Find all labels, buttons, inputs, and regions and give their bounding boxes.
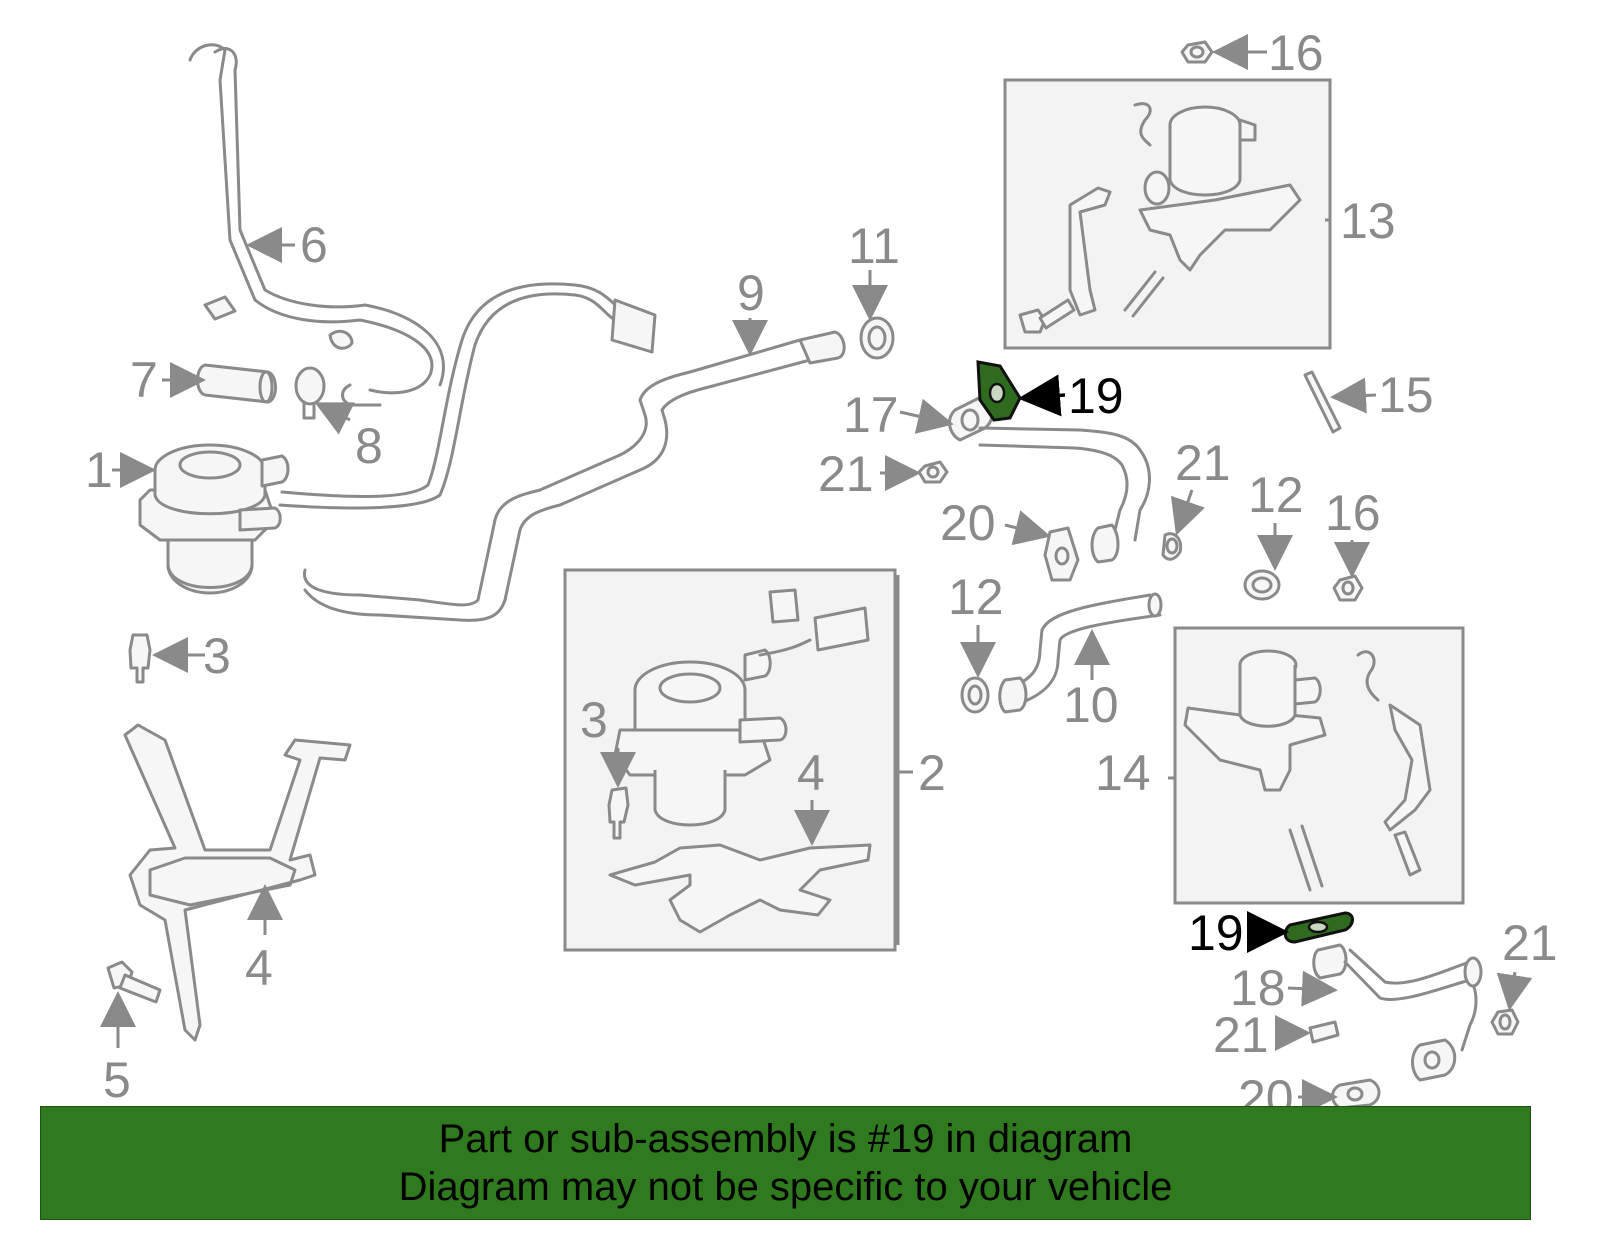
callout-4-left: 4 [245,940,273,996]
callout-19-lower: 19 [1188,905,1244,961]
callout-21-d: 21 [1213,1007,1269,1063]
part-10-hose [998,592,1163,714]
callout-17: 17 [843,387,899,443]
callout-21-c: 21 [1502,915,1558,971]
part-7-hose [196,363,277,404]
part-18-tube [1312,943,1483,1082]
callout-21-b: 21 [1175,435,1231,491]
callout-11: 11 [848,218,900,274]
part-19-gasket-lower [1283,911,1354,944]
part-15-rod [1303,370,1342,434]
callout-8: 8 [355,418,383,474]
part-12-clamp-b [1243,569,1281,601]
part-8-clamp [294,366,326,420]
callout-7: 7 [130,352,158,408]
banner-line-1: Part or sub-assembly is #19 in diagram [438,1117,1133,1161]
callout-5: 5 [103,1052,131,1108]
callout-16-b: 16 [1325,485,1381,541]
part-21-nut-a [917,460,949,484]
part-9-hose [278,282,846,622]
info-banner: Part or sub-assembly is #19 in diagram D… [40,1106,1531,1220]
part-6-air-pipe [188,43,445,407]
callout-2: 2 [918,745,946,801]
callout-13: 13 [1340,193,1396,249]
part-19-gasket-upper [976,360,1022,422]
part-5-bolt [106,960,162,1004]
callout-1: 1 [85,442,113,498]
callout-16-top: 16 [1268,25,1324,81]
callout-9: 9 [737,265,765,321]
part-21-nut-c [1490,1008,1520,1036]
callout-4-box: 4 [797,745,825,801]
part-17-tube [948,393,1151,564]
callout-3-left: 3 [203,628,231,684]
callout-21-a: 21 [818,446,874,502]
part-14-valve [1183,649,1432,892]
part-1-air-pump [138,443,290,595]
part-16-nut-top [1180,40,1214,64]
part-20-gasket-a [1043,526,1080,582]
callout-18: 18 [1230,960,1286,1016]
part-11-clamp [859,316,895,360]
callout-15: 15 [1378,367,1434,423]
part-12-clamp-a [960,676,990,714]
callout-10: 10 [1063,677,1119,733]
callout-14: 14 [1095,745,1151,801]
banner-line-2: Diagram may not be specific to your vehi… [398,1165,1173,1209]
part-4-bracket-left [123,723,352,1042]
part-13-valve [1018,102,1302,334]
part-2-pump-assembly [607,588,872,934]
callout-3-box: 3 [580,692,608,748]
part-16-nut-b [1332,574,1364,602]
callout-19-upper: 19 [1068,368,1124,424]
part-3-sensor-left [128,633,152,684]
callout-6: 6 [300,217,328,273]
part-21-clip-d [1308,1020,1340,1044]
callout-12-b: 12 [1248,467,1304,523]
part-20-gasket-b [1331,1078,1381,1110]
callout-12-a: 12 [948,569,1004,625]
callout-20-a: 20 [940,495,996,551]
part-21-nut-b [1161,532,1183,561]
